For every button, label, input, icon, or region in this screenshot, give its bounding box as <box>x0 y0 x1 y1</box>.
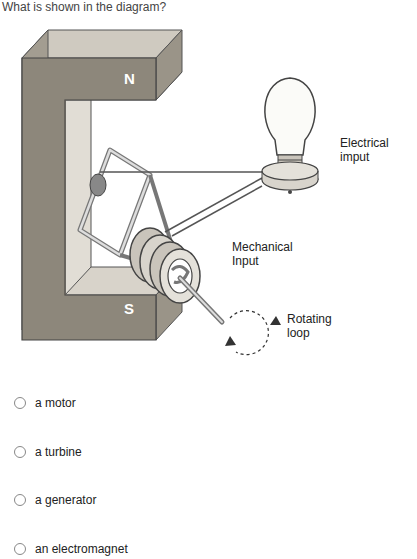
wire <box>165 178 262 232</box>
answer-option: an electromagnet <box>35 542 128 556</box>
image-panel <box>10 22 405 362</box>
slip-rings <box>130 228 200 303</box>
part-label: Electrical imput <box>340 136 400 164</box>
rotation-arc <box>230 311 268 355</box>
answer-option: a motor <box>35 396 76 410</box>
rotation-arrow <box>225 336 236 346</box>
part-label: Rotating loop <box>287 312 347 340</box>
magnet-front <box>22 58 156 340</box>
loop-joint <box>90 174 106 196</box>
answer-option: a generator <box>35 493 96 507</box>
wire <box>100 171 262 173</box>
rotation-arrow <box>270 316 281 325</box>
answer-option: a turbine <box>35 445 82 459</box>
question-title: What is shown in the diagram? <box>2 0 166 14</box>
wire <box>172 186 262 236</box>
radio-buttons <box>15 398 26 555</box>
part-label: Mechanical Input <box>232 240 302 268</box>
pole-label: N <box>124 70 135 87</box>
magnet-edge <box>65 100 66 295</box>
crank-shaft <box>180 278 222 322</box>
crank-shaft <box>180 278 222 322</box>
magnet-end <box>156 30 182 100</box>
light-bulb <box>262 78 318 194</box>
pole-label: S <box>124 300 134 317</box>
